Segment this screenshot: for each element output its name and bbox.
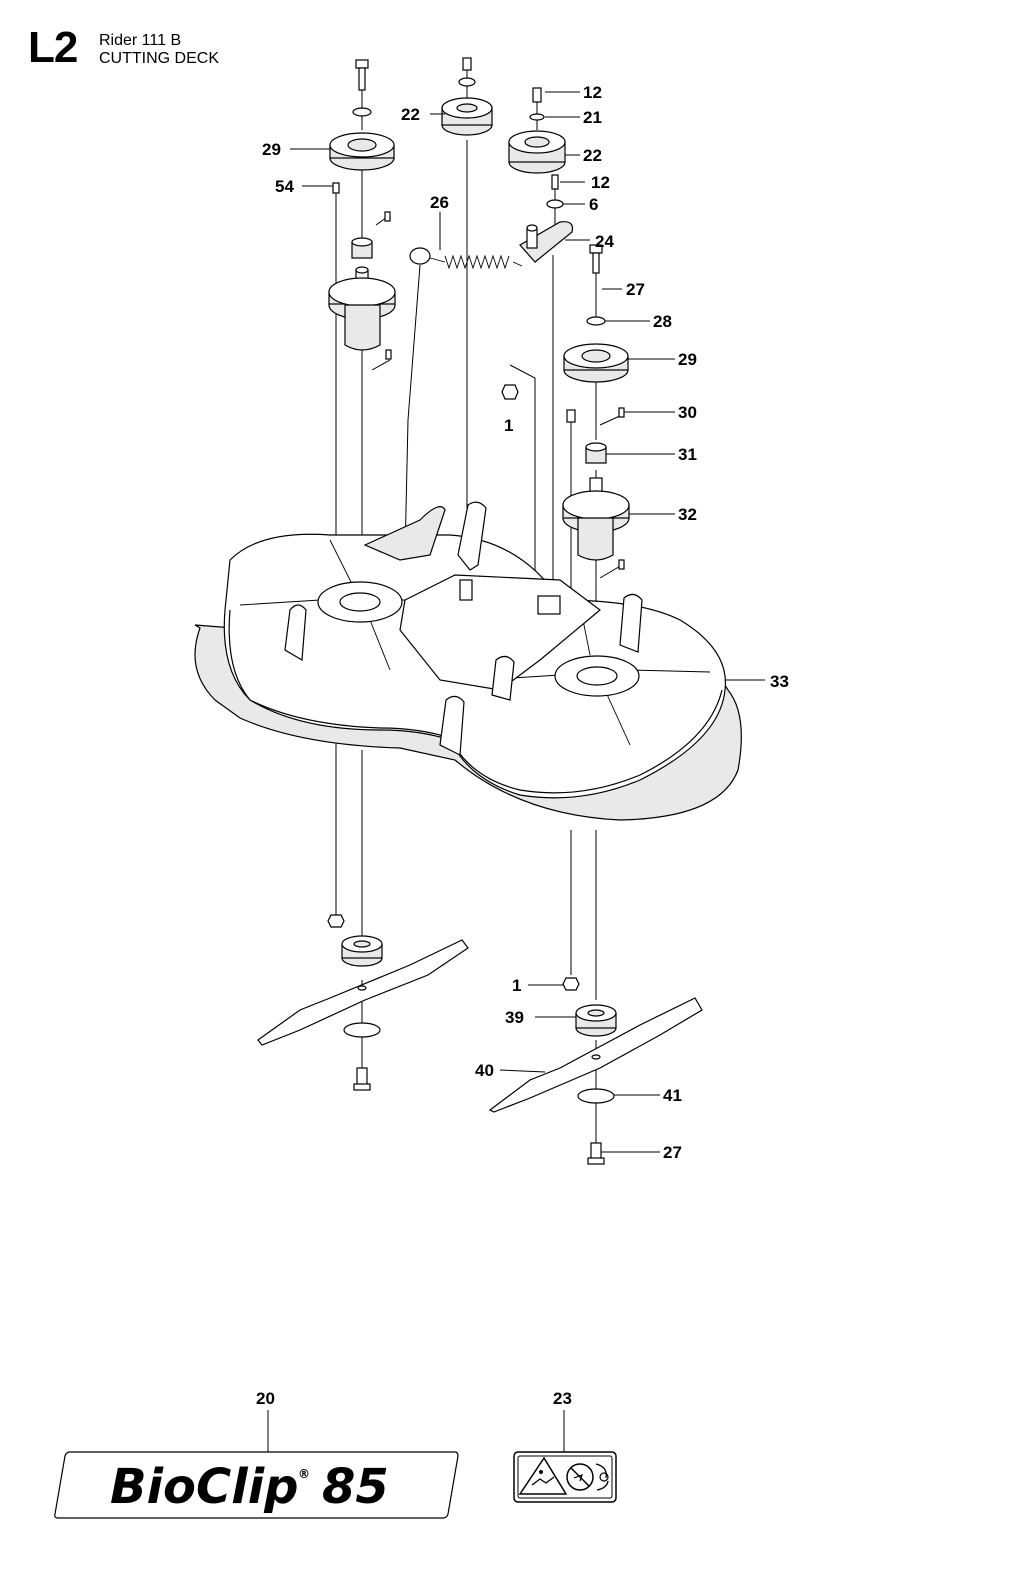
callout-39: 39 <box>505 1008 524 1027</box>
section-code: L2 <box>28 23 78 72</box>
bolt-icon <box>587 1142 605 1165</box>
nut-icon <box>327 914 345 928</box>
callout-29: 29 <box>678 350 697 369</box>
blade-icon <box>488 997 703 1113</box>
callout-31: 31 <box>678 445 697 464</box>
callout-labels: 12 22 21 29 22 54 12 26 6 24 27 28 29 30… <box>256 83 789 1408</box>
washer-icon <box>352 107 372 117</box>
callout-22: 22 <box>583 146 602 165</box>
spindle-icon <box>328 266 396 351</box>
bushing-icon <box>351 237 373 259</box>
bearing-icon <box>575 1004 617 1037</box>
spring-icon <box>409 247 523 270</box>
bushing-icon <box>585 442 607 464</box>
callout-6: 6 <box>589 195 598 214</box>
cutting-deck <box>194 501 742 821</box>
callout-27: 27 <box>663 1143 682 1162</box>
callout-27: 27 <box>626 280 645 299</box>
callout-54: 54 <box>275 177 294 196</box>
lower-hardware <box>257 914 703 1165</box>
bearing-icon <box>341 935 383 967</box>
pulley-icon <box>563 343 629 383</box>
callout-33: 33 <box>770 672 789 691</box>
nut-icon <box>501 384 519 400</box>
washer-icon <box>577 1088 615 1104</box>
callout-29: 29 <box>262 140 281 159</box>
callout-40: 40 <box>475 1061 494 1080</box>
callout-23: 23 <box>553 1389 572 1408</box>
callout-30: 30 <box>678 403 697 422</box>
diagram-title: CUTTING DECK <box>99 50 219 67</box>
callout-26: 26 <box>430 193 449 212</box>
upper-hardware <box>328 57 630 570</box>
decal-brand: BioClip <box>110 1459 299 1515</box>
callout-20: 20 <box>256 1389 275 1408</box>
callout-32: 32 <box>678 505 697 524</box>
callout-41: 41 <box>663 1086 682 1105</box>
decal-registered-mark: ® <box>298 1467 310 1481</box>
pulley-icon <box>508 130 566 174</box>
leader-lines <box>267 91 765 1452</box>
callout-12: 12 <box>583 83 602 102</box>
callout-28: 28 <box>653 312 672 331</box>
callout-1: 1 <box>504 416 513 435</box>
pulley-icon <box>329 132 395 171</box>
bioclip-decal-icon: BioClip ® 85 <box>54 1451 459 1519</box>
callout-24: 24 <box>595 232 614 251</box>
nut-icon <box>562 977 580 991</box>
washer-icon <box>343 1022 381 1038</box>
callout-21: 21 <box>583 108 602 127</box>
pulley-icon <box>441 97 493 136</box>
warning-decal-icon <box>513 1451 617 1503</box>
callout-1: 1 <box>512 976 521 995</box>
bolt-icon <box>353 1067 371 1091</box>
callout-22: 22 <box>401 105 420 124</box>
callout-12: 12 <box>591 173 610 192</box>
blade-icon <box>257 939 469 1046</box>
spindle-icon <box>562 477 630 561</box>
model-name: Rider 111 B <box>99 32 182 49</box>
bolt-icon <box>355 59 369 91</box>
idler-arm-icon <box>519 221 574 263</box>
decal-number: 85 <box>322 1459 389 1515</box>
